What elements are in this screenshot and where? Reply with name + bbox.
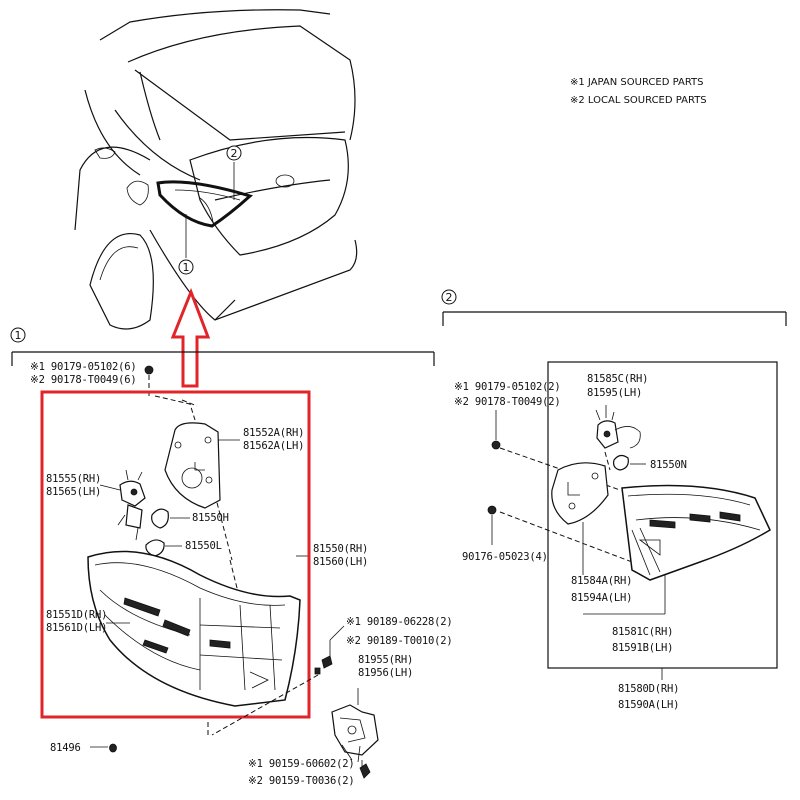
- highlight-frame: [40, 390, 311, 719]
- label-gasket-1: 81552A(RH): [243, 427, 304, 439]
- clip-81496: [109, 743, 117, 753]
- label-gasket-s2-1: 81584A(RH): [571, 575, 632, 587]
- fastener-nut-section2: [491, 440, 501, 450]
- tail-lamp-section2: [621, 484, 771, 581]
- label-socket-1: 81555(RH): [46, 473, 101, 485]
- label-gasket-s2-2: 81594A(LH): [571, 592, 632, 604]
- label-assembly-1: 81550(RH): [313, 543, 368, 555]
- label-lens-s2-1: 81581C(RH): [612, 626, 673, 638]
- callout-2-section: 2: [446, 291, 453, 304]
- note-local-sourced: ※2 LOCAL SOURCED PARTS: [570, 95, 707, 106]
- tail-lamp-assembly: [87, 550, 301, 707]
- label-bulb-n: 81550N: [650, 459, 687, 471]
- label-bolt-bottom-2: ※2 90159-T0036(2): [248, 775, 355, 787]
- label-screw-right-2: ※2 90189-T0010(2): [346, 635, 453, 647]
- bulb-l: [145, 539, 165, 557]
- gasket-plate: [164, 422, 221, 509]
- label-fastener-s2-1: ※1 90179-05102(2): [454, 381, 561, 393]
- label-bracket-1: 81955(RH): [358, 654, 413, 666]
- callout-1-section: 1: [15, 329, 22, 342]
- label-lens-s2-2: 81591B(LH): [612, 642, 673, 654]
- section-2-frame: 2: [441, 289, 787, 669]
- label-assembly-2: 81560(LH): [313, 556, 368, 568]
- socket-wire-harness: [117, 469, 146, 541]
- label-socket-s2-2: 81595(LH): [587, 387, 642, 399]
- label-assembly-s2-1: 81580D(RH): [618, 683, 679, 695]
- note-japan-sourced: ※1 JAPAN SOURCED PARTS: [570, 77, 704, 88]
- label-nut-s2: 90176-05023(4): [462, 551, 548, 563]
- svg-text:2: 2: [231, 147, 238, 160]
- section-1-frame: 1: [10, 327, 435, 366]
- mounting-bracket: [331, 704, 379, 763]
- label-fastener-top-2: ※2 90178-T0049(6): [30, 374, 137, 386]
- label-assembly-s2-2: 81590A(LH): [618, 699, 679, 711]
- label-lens-2: 81561D(LH): [46, 622, 107, 634]
- label-fastener-s2-2: ※2 90178-T0049(2): [454, 396, 561, 408]
- bulb-h: [151, 508, 169, 529]
- bolt-bottom: [359, 763, 371, 779]
- label-screw-right-1: ※1 90189-06228(2): [346, 616, 453, 628]
- car-rear-illustration: [74, 9, 358, 330]
- label-fastener-top-1: ※1 90179-05102(6): [30, 361, 137, 373]
- highlight-arrow: [170, 287, 211, 388]
- label-clip: 81496: [50, 742, 81, 754]
- label-socket-s2-1: 81585C(RH): [587, 373, 648, 385]
- label-gasket-2: 81562A(LH): [243, 440, 304, 452]
- nut-section2: [487, 505, 497, 515]
- label-bulb-l: 81550L: [185, 540, 222, 552]
- svg-text:1: 1: [183, 261, 190, 274]
- gasket-section2: [551, 462, 609, 525]
- label-bolt-bottom-1: ※1 90159-60602(2): [248, 758, 355, 770]
- callout-2-car: 2: [226, 145, 242, 161]
- socket-section2: [595, 409, 641, 449]
- label-bracket-2: 81956(LH): [358, 667, 413, 679]
- screw-right: [314, 655, 333, 675]
- label-socket-2: 81565(LH): [46, 486, 101, 498]
- bulb-n: [613, 454, 629, 471]
- label-lens-1: 81551D(RH): [46, 609, 107, 621]
- label-bulb-h: 81550H: [192, 512, 229, 524]
- callout-1-car: 1: [178, 259, 194, 275]
